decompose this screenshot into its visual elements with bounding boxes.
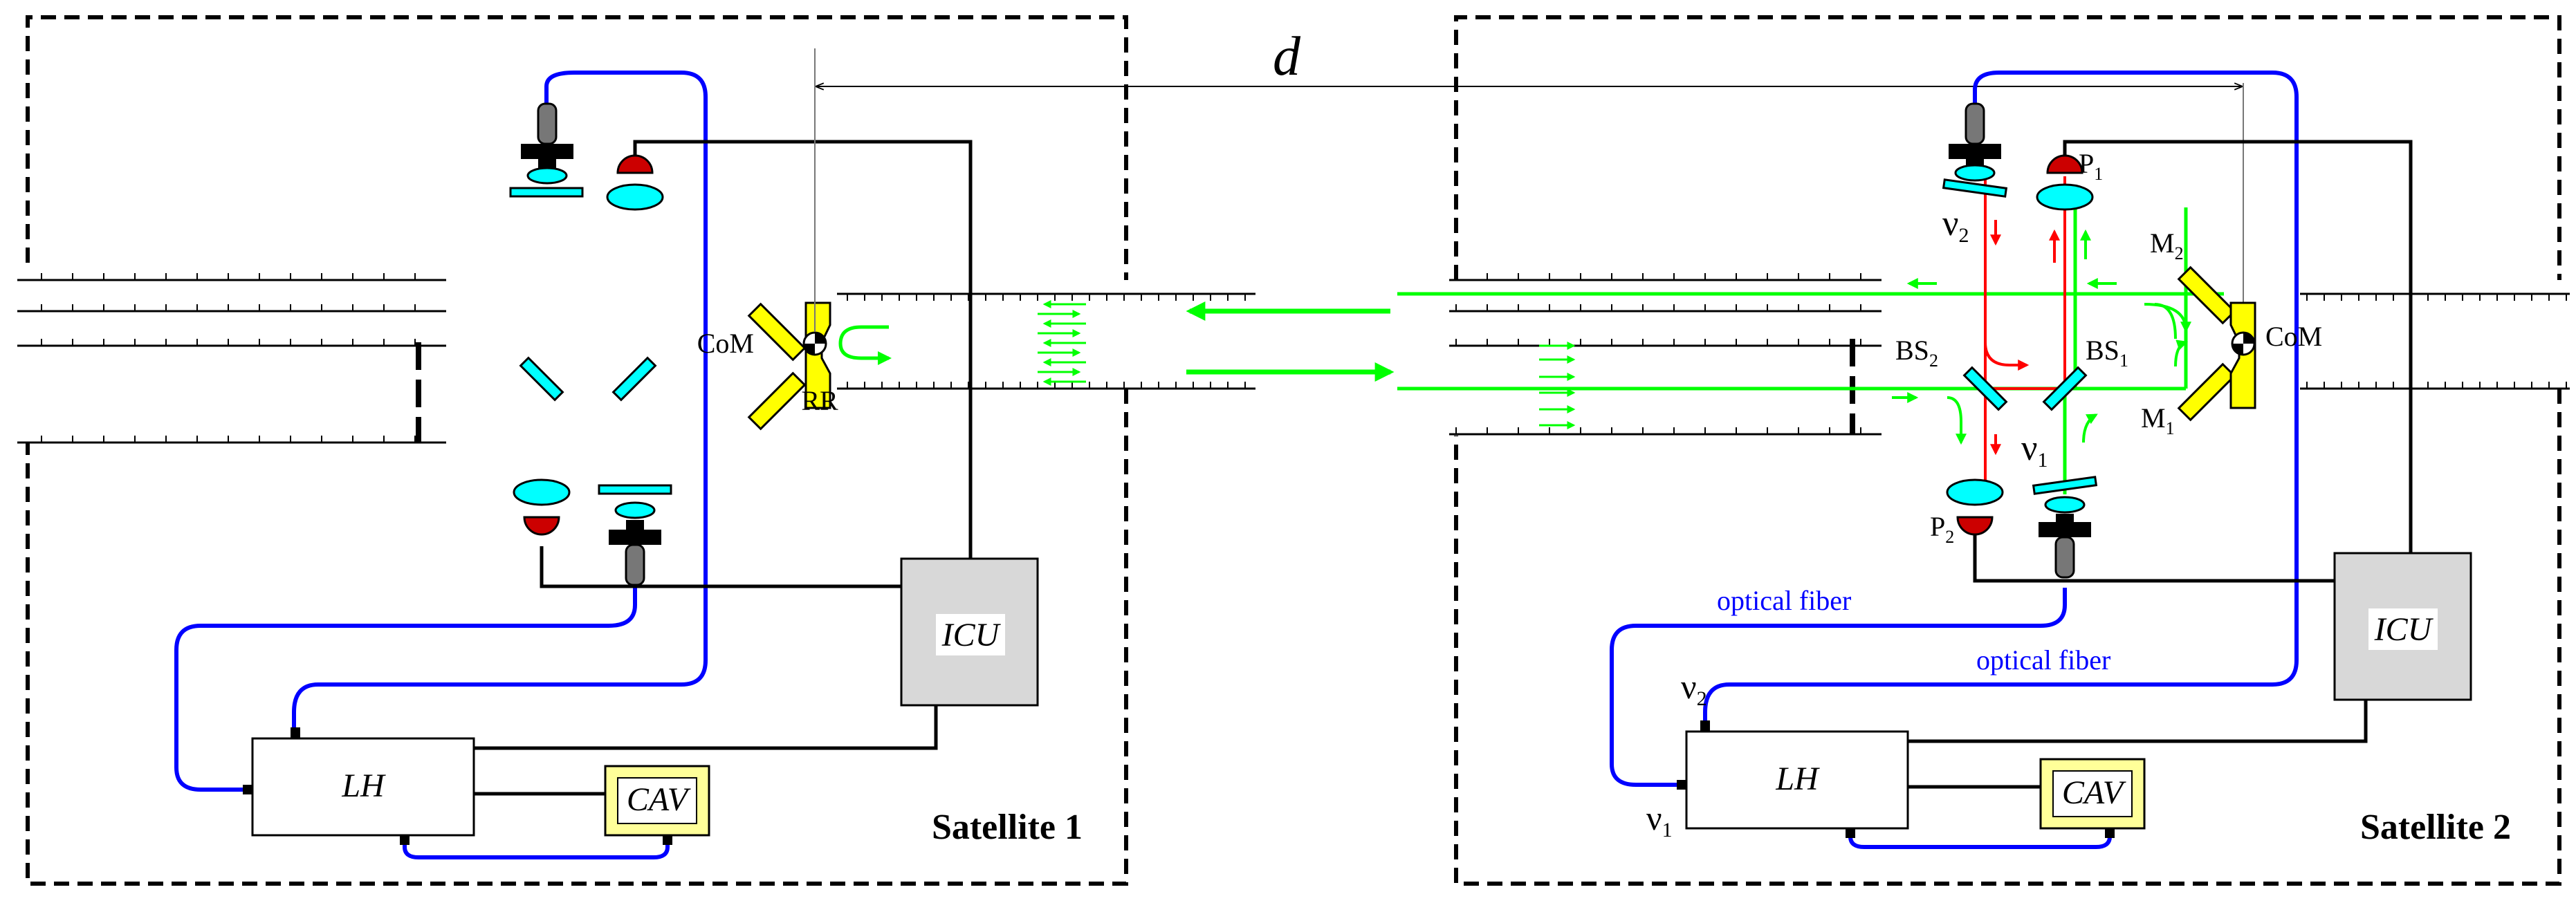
satellite-2-wire-lh-icu: [1908, 700, 2368, 743]
satellite-2-fiber-label-1: optical fiber: [1717, 585, 1851, 616]
satellite-2-optical-fiber-loop: [1703, 71, 2299, 733]
satellite-1-top-collimator: [509, 102, 584, 198]
satellite-1-exit-beam-arrows: [1038, 300, 1086, 386]
satellite-2-left-tube-ticks: [1455, 273, 1861, 434]
satellite-2-m1-label: M1: [2141, 402, 2175, 438]
satellite-1-left-tube-ticks: [41, 273, 416, 443]
satellite-2-left-tube: [1449, 279, 1882, 436]
satellite-2-mirror-m2: [2177, 266, 2236, 325]
satellite-1-center-of-mass-icon: [802, 331, 827, 356]
satellite-1-splitter-left: [519, 356, 564, 402]
satellite-2-nu1-label: ν1: [2021, 429, 2048, 472]
satellite-1-exit-tube: [837, 292, 1255, 390]
satellite-1-wire-lh-icu: [474, 705, 938, 750]
satellite-2-p2-label: P2: [1930, 511, 1954, 547]
satellite-2-frame: [1454, 15, 2561, 886]
satellite-2-com-label: CoM: [2265, 321, 2322, 352]
satellite-2-incoming-beam-arrows: [1539, 342, 1576, 429]
satellite-2-bs1-label: BS1: [2086, 335, 2128, 371]
satellite-2-fiber-label-2: optical fiber: [1976, 644, 2110, 676]
satellite-2-center-of-mass-icon: [2231, 331, 2256, 356]
satellite-2-right-tube-ticks: [2306, 294, 2567, 389]
satellite-2-right-tube: [2300, 292, 2570, 390]
satellite-2-lh-nu1-label: ν1: [1646, 799, 1673, 841]
satellite-1-exit-tube-ticks: [847, 294, 1246, 389]
satellite-1-frame: [26, 15, 1128, 886]
satellite-2: CoM M2 M1 BS2 BS1 P1 P2 ν2 ν1 optical fi…: [1397, 15, 2570, 886]
satellite-2-wire-bottom: [1973, 532, 2342, 583]
satellite-2-p1-label: P1: [2079, 148, 2103, 184]
satellite-1-bottom-collimator: [598, 484, 672, 586]
satellite-2-red-beams: [1984, 176, 2066, 494]
satellite-1-splitter-right: [611, 356, 657, 402]
satellite-1-name: Satellite 1: [932, 808, 1083, 847]
satellite-2-lh-box: [1685, 730, 1909, 830]
distance-indicator: d: [814, 26, 2244, 332]
satellite-2-beam-arrows: [1892, 220, 2191, 456]
satellite-1-lh-box: [251, 737, 475, 837]
satellite-2-nu2-label: ν2: [1942, 204, 1969, 247]
satellite-2-icu-box: [2333, 552, 2472, 701]
satellite-1-lh-label: LH: [341, 767, 386, 804]
satellite-2-beam-splitter-2: [1962, 366, 2008, 411]
satellite-1-retro-reflector: [747, 301, 831, 431]
satellite-1-cav-label: CAV: [627, 781, 691, 818]
distance-label: d: [1273, 26, 1301, 87]
satellite-2-top-collimator: [1942, 102, 2008, 198]
satellite-1-bottom-detector: [513, 478, 571, 536]
satellite-2-lh-nu2-label: ν2: [1681, 667, 1707, 710]
satellite-2-beam-splitter-1: [2042, 366, 2088, 411]
satellite-1-top-detector: [606, 154, 664, 211]
satellite-1-left-tube: [17, 279, 446, 444]
satellite-2-cav-label: CAV: [2062, 774, 2126, 811]
satellite-2-m2-label: M2: [2150, 227, 2184, 263]
satellite-2-lh-label: LH: [1775, 761, 1820, 797]
satellite-1-icu-label: ICU: [941, 617, 1002, 653]
satellite-2-detector-p1: [2036, 154, 2094, 211]
satellite-2-detector-p2: [1946, 478, 2004, 536]
satellite-2-name: Satellite 2: [2360, 808, 2511, 847]
satellite-1: CoM RR ICU LH CAV Satellite 1: [17, 15, 1255, 886]
satellite-1-optical-fiber: [174, 588, 637, 792]
satellite-2-cav-fiber: [1848, 826, 2112, 849]
satellite-2-bs2-label: BS2: [1895, 335, 1938, 371]
satellite-1-wire-bottom: [540, 546, 901, 588]
satellite-2-bottom-collimator: [2032, 476, 2098, 579]
satellite-1-return-beam: [838, 325, 892, 365]
satellite-2-icu-label: ICU: [2374, 611, 2434, 648]
satellite-2-optical-fiber: [1610, 588, 2067, 787]
satellite-1-optical-fiber-loop: [292, 71, 708, 733]
satellite-1-rr-label: RR: [801, 385, 838, 416]
satellite-2-mirror-m1: [2177, 362, 2236, 422]
satellite-1-com-label: CoM: [697, 328, 754, 359]
satellite-1-cav-fiber: [403, 837, 670, 859]
